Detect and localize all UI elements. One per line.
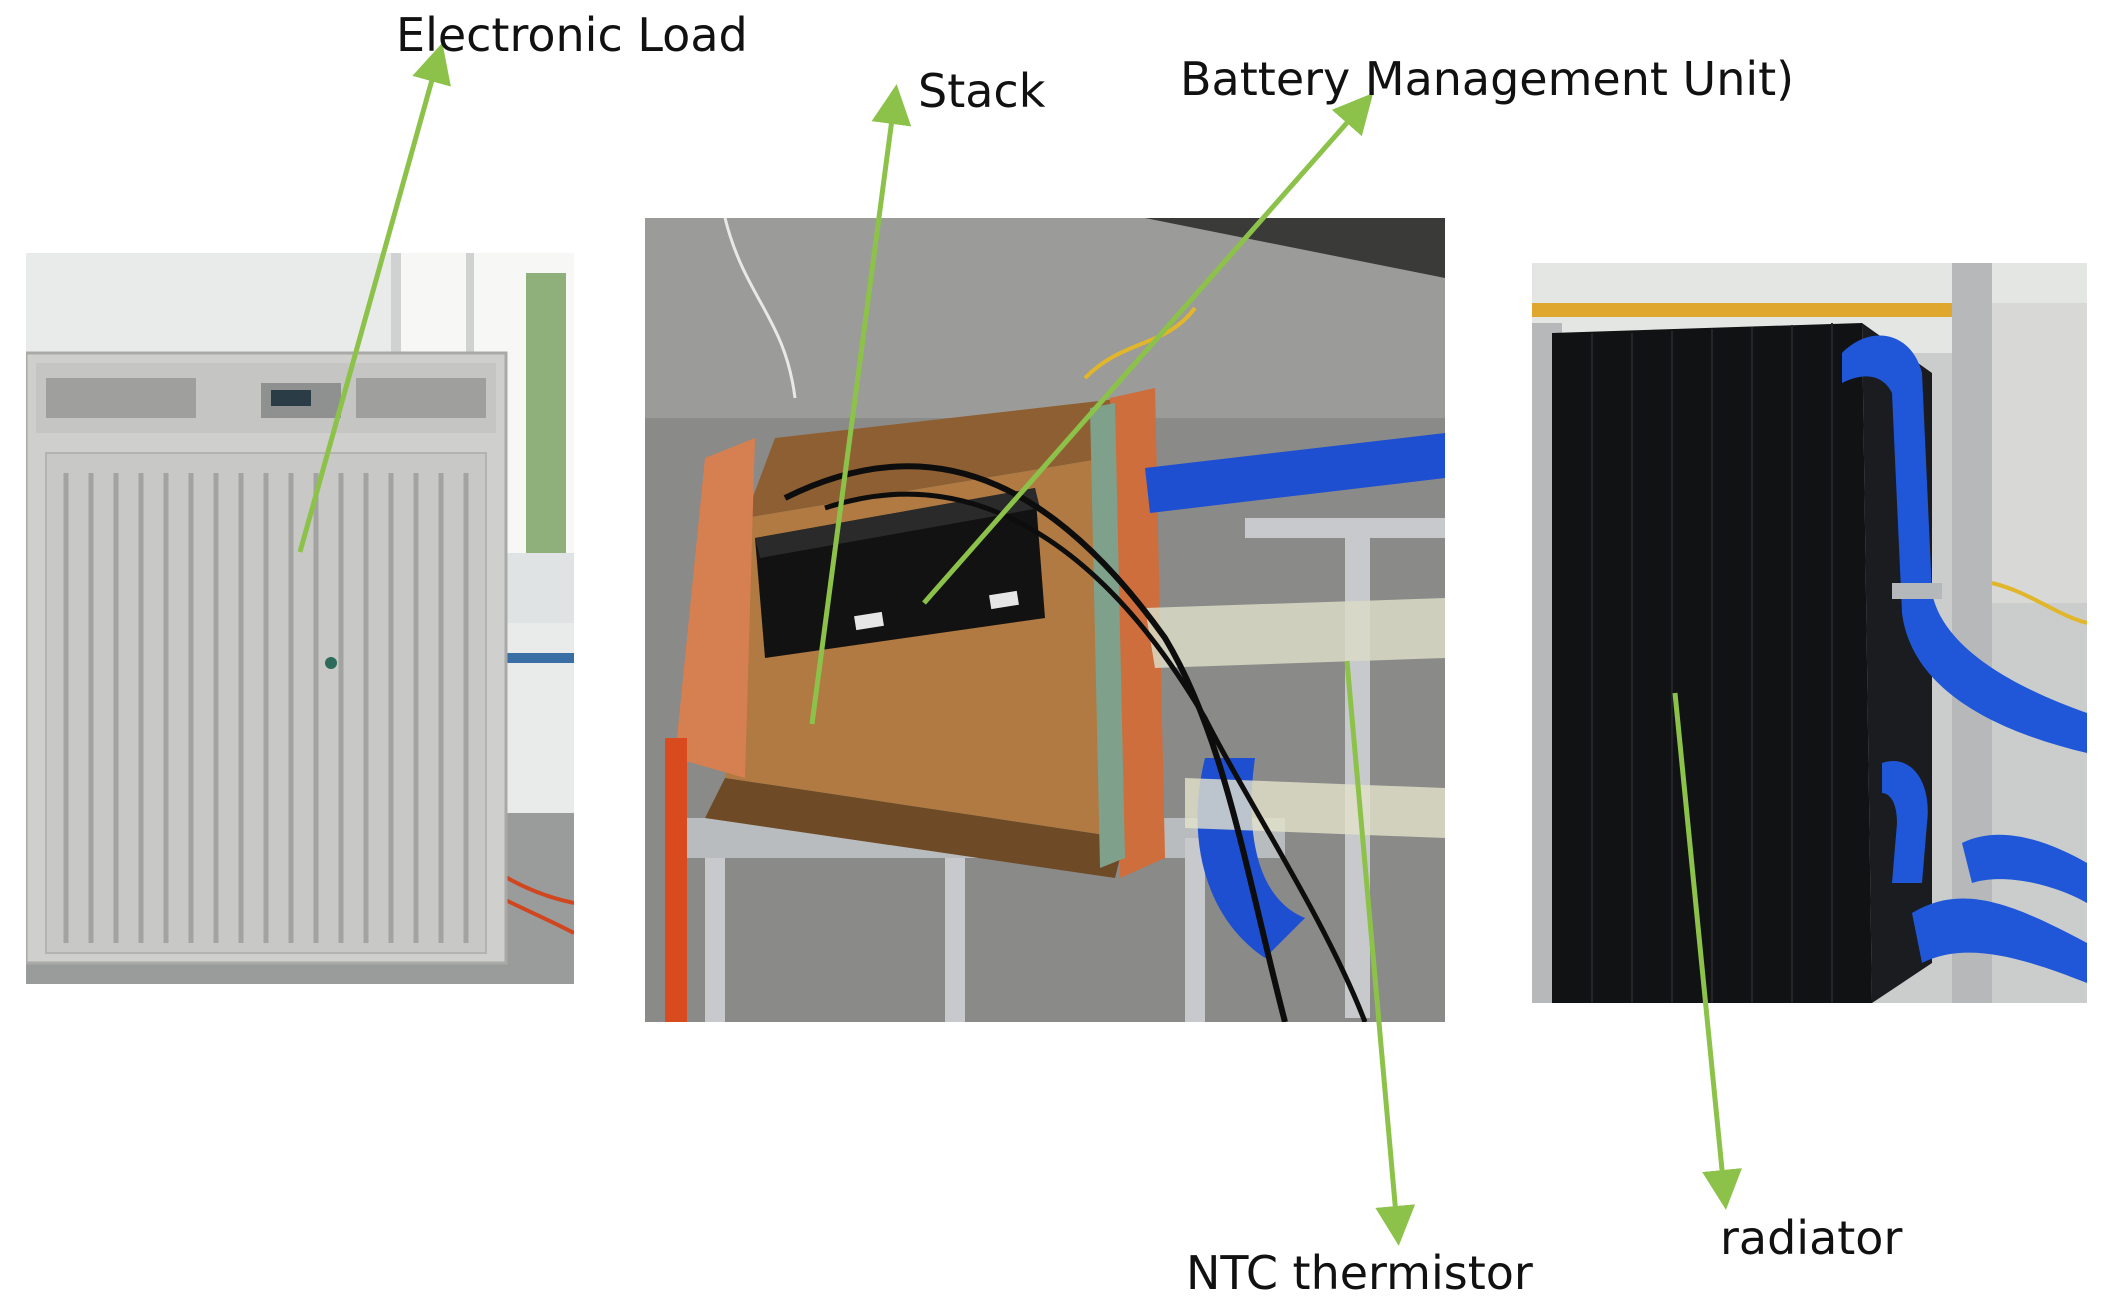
radiator-photo xyxy=(1532,263,2087,1003)
stack-label: Stack xyxy=(918,64,1046,118)
electronic-load-label: Electronic Load xyxy=(396,8,748,62)
radiator-label: radiator xyxy=(1720,1211,1903,1265)
stack-photo xyxy=(645,218,1445,1022)
electronic-load-photo xyxy=(26,253,574,984)
bmu-label: Battery Management Unit) xyxy=(1180,52,1795,106)
ntc-label: NTC thermistor xyxy=(1186,1246,1533,1300)
